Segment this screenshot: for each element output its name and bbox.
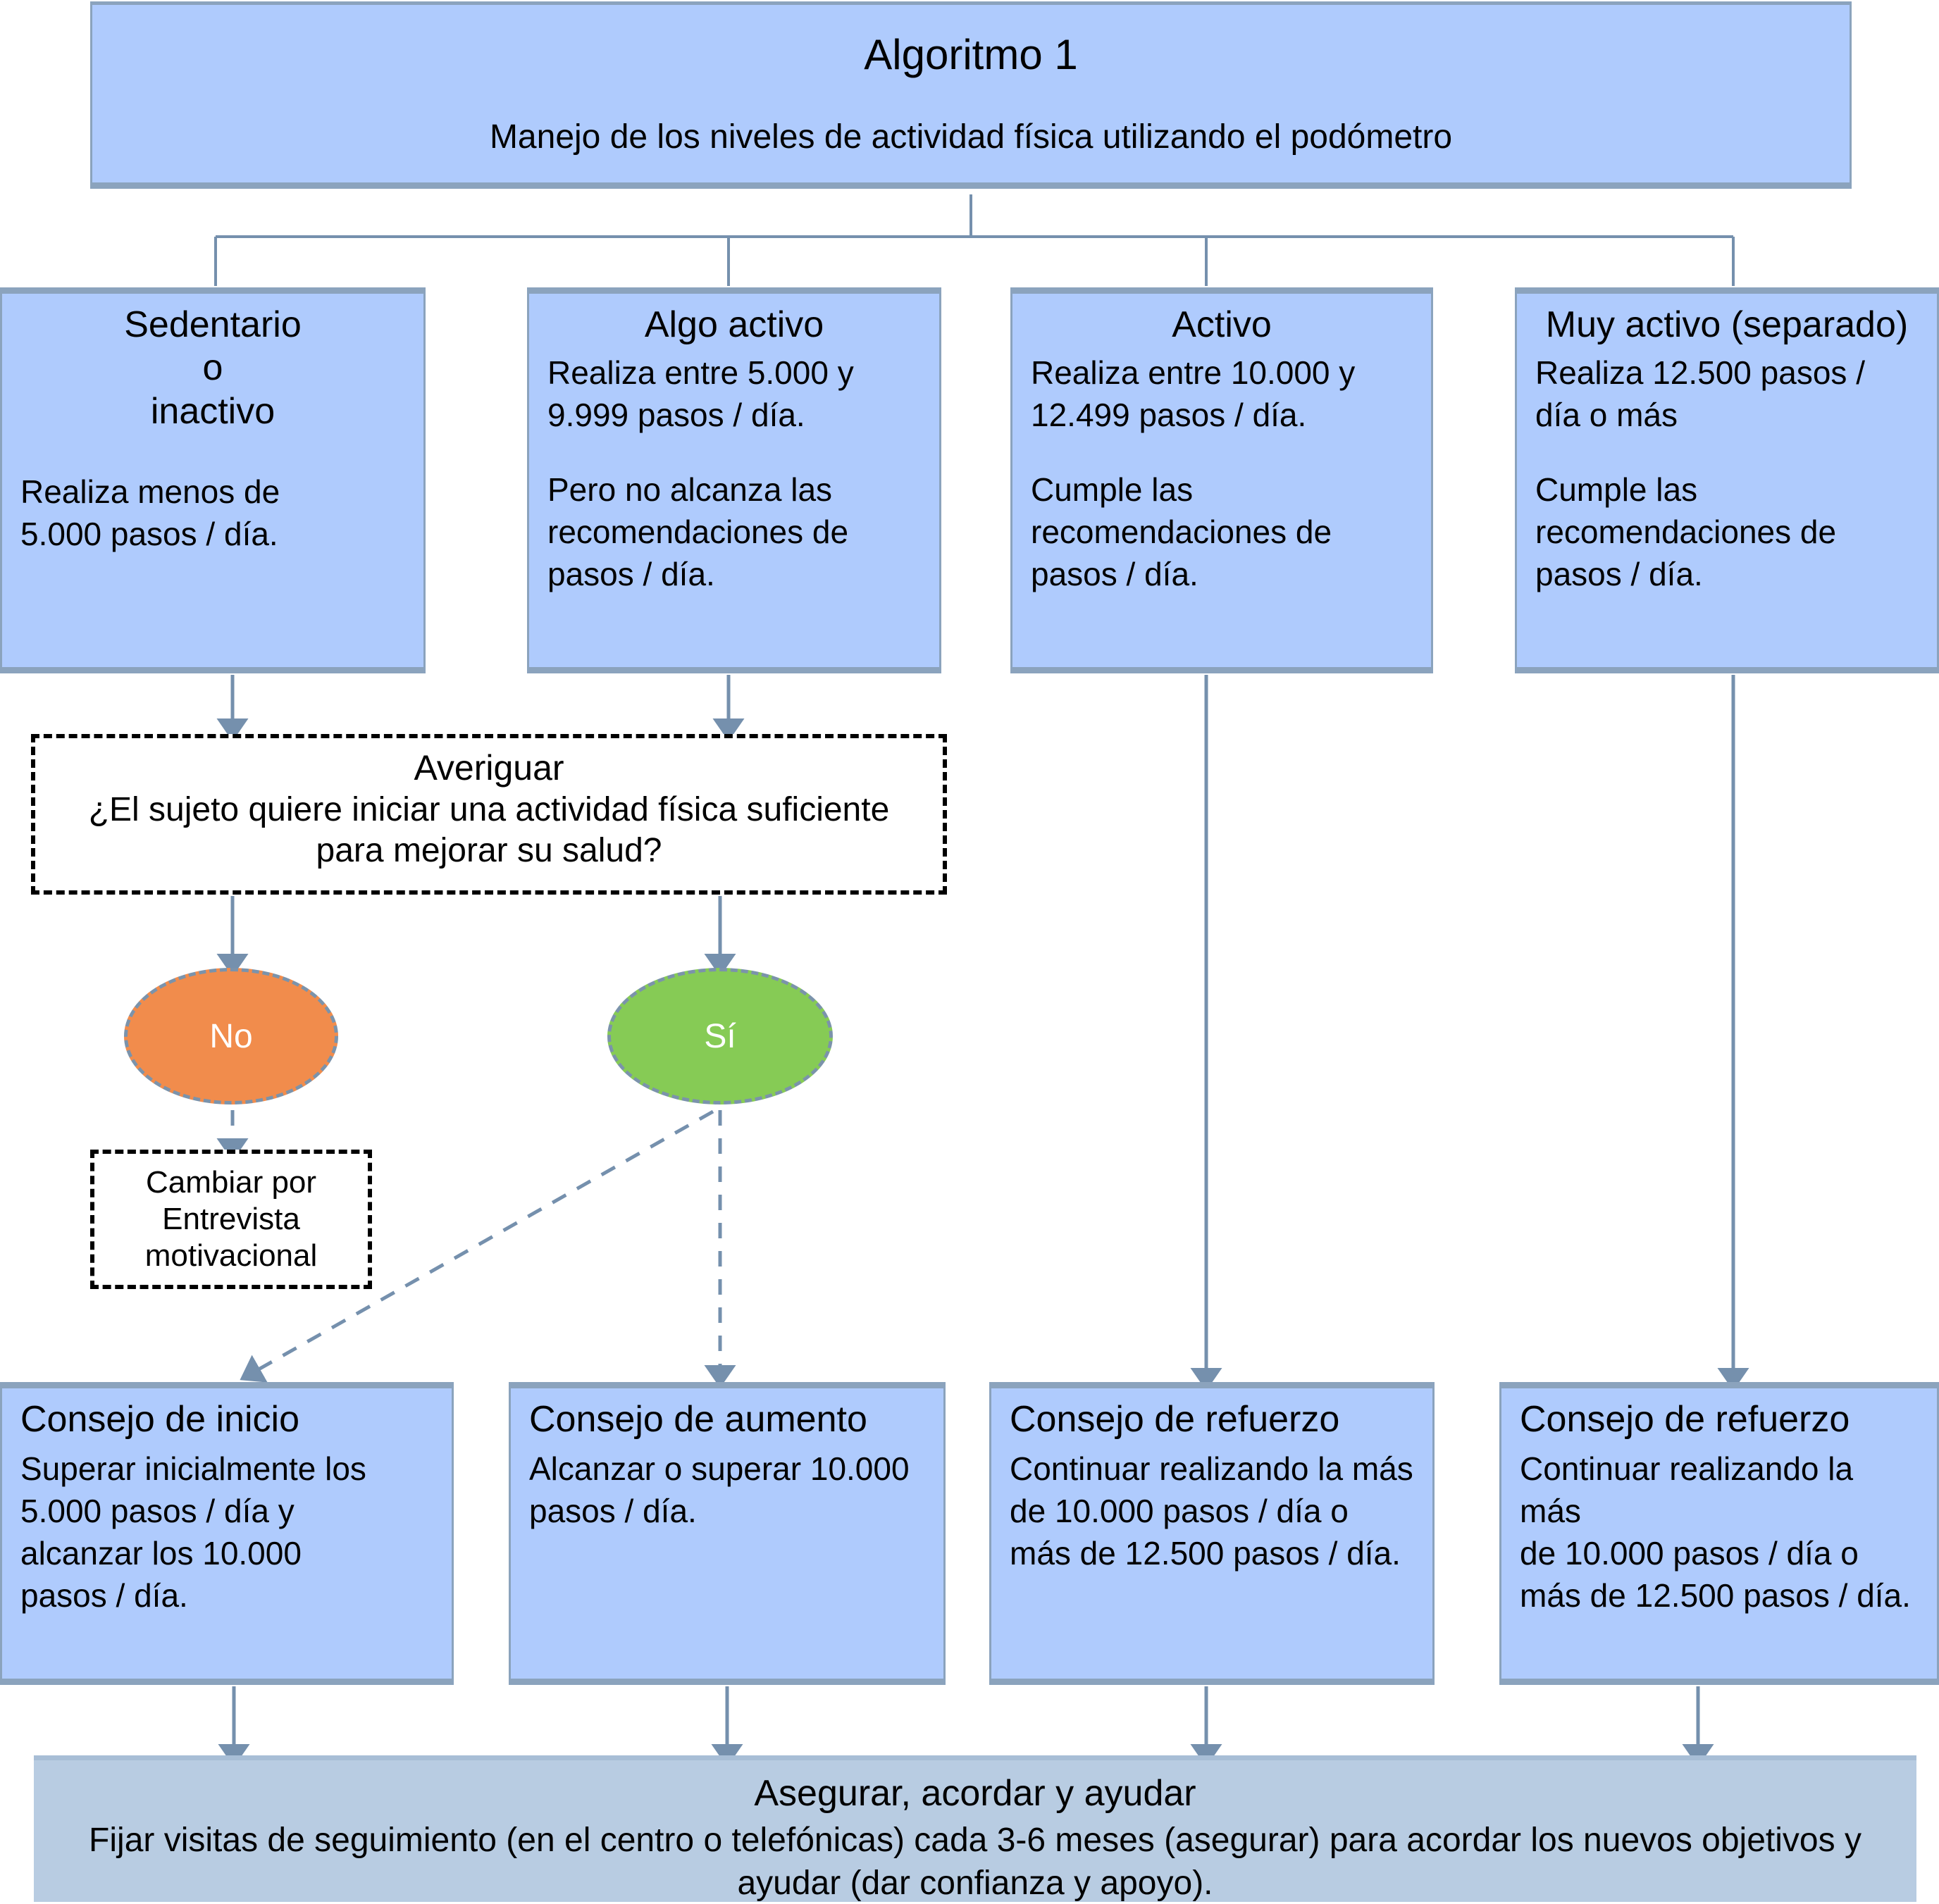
note-text: Cambiar por Entrevista motivacional [144,1165,318,1273]
header-banner: Algoritmo 1 Manejo de los niveles de act… [90,1,1852,189]
footer-text: Fijar visitas de seguimiento (en el cent… [89,1822,1861,1902]
node-title: Algo activo [644,304,824,345]
node-muy-activo[interactable]: Muy activo (separado) Realiza 12.500 pas… [1515,287,1939,673]
node-body-2: Pero no alcanza las recomendaciones de p… [547,471,849,592]
node-title: Activo [1172,304,1272,345]
node-body: Realiza entre 10.000 y 12.499 pasos / dí… [1031,354,1356,434]
node-consejo-aumento[interactable]: Consejo de aumento Alcanzar o superar 10… [509,1382,946,1685]
footer-title: Asegurar, acordar y ayudar [754,1773,1196,1814]
decision-question: ¿El sujeto quiere iniciar una actividad … [88,791,890,869]
node-consejo-inicio[interactable]: Consejo de inicio Superar inicialmente l… [0,1382,454,1685]
node-body-2: Cumple las recomendaciones de pasos / dí… [1535,471,1837,592]
node-body: Continuar realizando la más de 10.000 pa… [1010,1450,1413,1572]
node-title: Sedentario o inactivo [124,304,302,432]
node-title: Consejo de refuerzo [1520,1399,1850,1440]
spacer [1535,437,1919,469]
node-body: Alcanzar o superar 10.000 pasos / día. [529,1450,910,1530]
node-body: Superar inicialmente los 5.000 pasos / d… [20,1450,366,1614]
node-title: Muy activo (separado) [1545,304,1909,345]
answer-no-label: No [209,1017,253,1055]
spacer [20,439,405,471]
note-entrevista-motivacional[interactable]: Cambiar por Entrevista motivacional [90,1150,372,1289]
footer-banner: Asegurar, acordar y ayudar Fijar visitas… [34,1755,1916,1902]
node-title: Consejo de inicio [20,1399,300,1440]
node-sedentario[interactable]: Sedentario o inactivo Realiza menos de 5… [0,287,426,673]
node-body: Realiza menos de 5.000 pasos / día. [20,473,280,552]
decision-title: Averiguar [414,748,564,788]
spacer [1031,437,1413,469]
node-title: Consejo de refuerzo [1010,1399,1340,1440]
page-subtitle: Manejo de los niveles de actividad físic… [489,118,1453,156]
node-body: Continuar realizando la más de 10.000 pa… [1520,1450,1911,1614]
node-activo[interactable]: Activo Realiza entre 10.000 y 12.499 pas… [1010,287,1433,673]
node-algo-activo[interactable]: Algo activo Realiza entre 5.000 y 9.999 … [527,287,941,673]
node-body-2: Cumple las recomendaciones de pasos / dí… [1031,471,1332,592]
page-title: Algoritmo 1 [864,30,1078,78]
answer-no[interactable]: No [124,968,338,1105]
node-consejo-refuerzo-activo[interactable]: Consejo de refuerzo Continuar realizando… [989,1382,1435,1685]
node-body: Realiza 12.500 pasos / día o más [1535,354,1865,434]
decision-averiguar[interactable]: Averiguar ¿El sujeto quiere iniciar una … [31,734,947,895]
spacer [547,437,921,469]
node-consejo-refuerzo-muy-activo[interactable]: Consejo de refuerzo Continuar realizando… [1499,1382,1939,1685]
node-body: Realiza entre 5.000 y 9.999 pasos / día. [547,354,854,434]
answer-si-label: Sí [704,1017,736,1055]
answer-si[interactable]: Sí [607,968,833,1105]
node-title: Consejo de aumento [529,1399,867,1440]
